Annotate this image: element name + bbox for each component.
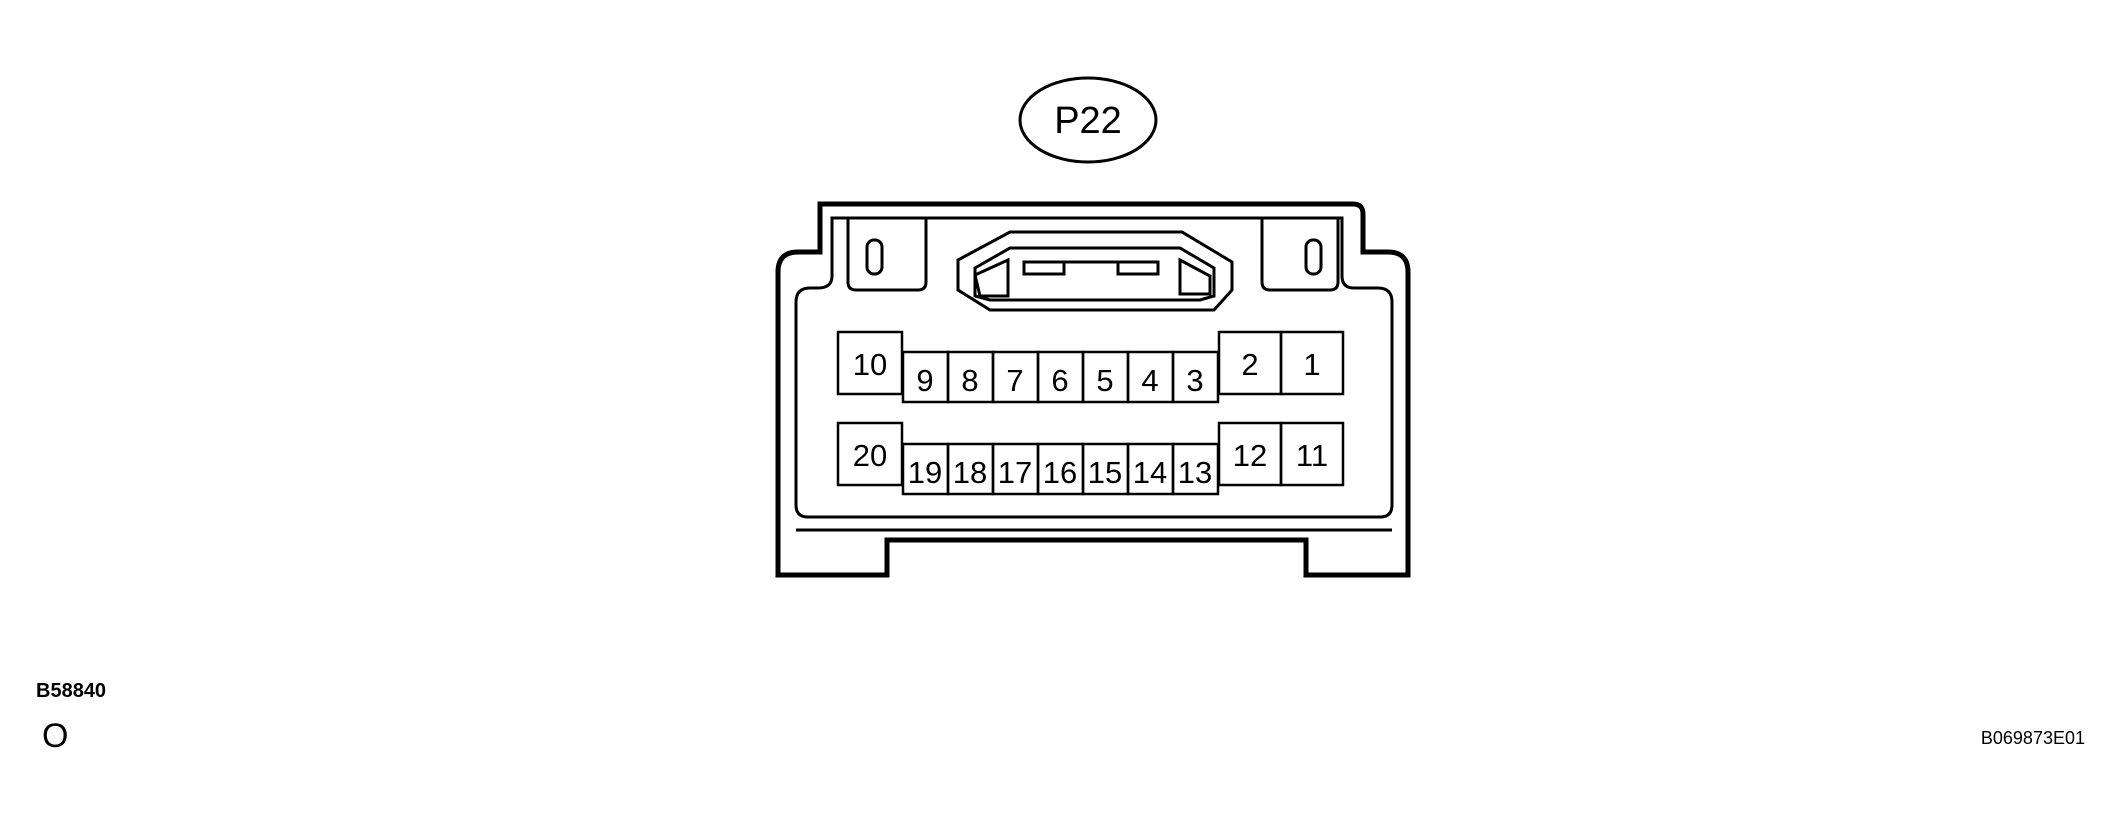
figure-id: B069873E01 bbox=[1981, 728, 2085, 748]
pin-5-label: 5 bbox=[1096, 363, 1113, 398]
pin-20-label: 20 bbox=[853, 438, 887, 473]
pin-19-label: 19 bbox=[908, 455, 942, 490]
pin-4: 4 bbox=[1126, 350, 1175, 404]
latch-window-right bbox=[1116, 260, 1160, 276]
pin-18: 18 bbox=[946, 442, 995, 496]
pin-17-label: 17 bbox=[998, 455, 1032, 490]
left-ear-slot bbox=[865, 238, 884, 276]
pin-20: 20 bbox=[836, 421, 904, 487]
pin-7-label: 7 bbox=[1006, 363, 1023, 398]
pin-17: 17 bbox=[991, 442, 1040, 496]
latch-window-left bbox=[1022, 260, 1066, 276]
pin-row-bottom: 20 19 18 17 16 15 14 13 bbox=[836, 421, 1345, 496]
pin-5: 5 bbox=[1081, 350, 1130, 404]
housing-outer bbox=[775, 201, 1411, 578]
mark-label: O bbox=[42, 717, 68, 755]
pin-16-label: 16 bbox=[1043, 455, 1077, 490]
pin-9-label: 9 bbox=[916, 363, 933, 398]
pin-1: 1 bbox=[1279, 330, 1345, 396]
pin-18-label: 18 bbox=[953, 455, 987, 490]
left-ear bbox=[846, 218, 928, 292]
pin-19: 19 bbox=[901, 442, 950, 496]
latch-left-tab bbox=[973, 257, 1010, 298]
pin-16: 16 bbox=[1036, 442, 1085, 496]
pin-3-label: 3 bbox=[1186, 363, 1203, 398]
pin-15-label: 15 bbox=[1088, 455, 1122, 490]
pin-14-label: 14 bbox=[1133, 455, 1167, 490]
latch-right-tab bbox=[1178, 257, 1212, 296]
pin-12-label: 12 bbox=[1233, 438, 1267, 473]
pin-9: 9 bbox=[901, 350, 950, 404]
pin-8: 8 bbox=[946, 350, 995, 404]
pin-3: 3 bbox=[1171, 350, 1220, 404]
locking-latch bbox=[956, 230, 1234, 312]
pin-8-label: 8 bbox=[961, 363, 978, 398]
pin-2: 2 bbox=[1217, 330, 1283, 396]
latch-inner bbox=[973, 246, 1216, 302]
right-ear bbox=[1260, 218, 1340, 292]
pin-1-label: 1 bbox=[1303, 347, 1320, 382]
connector-housing bbox=[775, 201, 1411, 578]
pin-2-label: 2 bbox=[1241, 347, 1258, 382]
connector-id-ellipse bbox=[1018, 76, 1158, 164]
pin-11-label: 11 bbox=[1296, 438, 1328, 473]
pin-6-label: 6 bbox=[1051, 363, 1068, 398]
pin-13: 13 bbox=[1171, 442, 1220, 496]
pin-11: 11 bbox=[1279, 421, 1345, 487]
pin-12: 12 bbox=[1217, 421, 1283, 487]
housing-inner bbox=[794, 216, 1394, 519]
pin-13-label: 13 bbox=[1178, 455, 1212, 490]
part-code: B58840 bbox=[36, 680, 106, 702]
pin-14: 14 bbox=[1126, 442, 1175, 496]
pin-10-label: 10 bbox=[853, 347, 887, 382]
pin-7: 7 bbox=[991, 350, 1040, 404]
pin-4-label: 4 bbox=[1141, 363, 1158, 398]
pin-row-top: 10 9 8 7 6 5 4 3 bbox=[836, 330, 1345, 404]
connector-id-label: P22 bbox=[1054, 100, 1122, 142]
right-ear-slot bbox=[1304, 238, 1323, 276]
pin-10: 10 bbox=[836, 330, 904, 396]
connector-id-tag: P22 bbox=[1018, 76, 1158, 164]
pin-6: 6 bbox=[1036, 350, 1085, 404]
pin-15: 15 bbox=[1081, 442, 1130, 496]
